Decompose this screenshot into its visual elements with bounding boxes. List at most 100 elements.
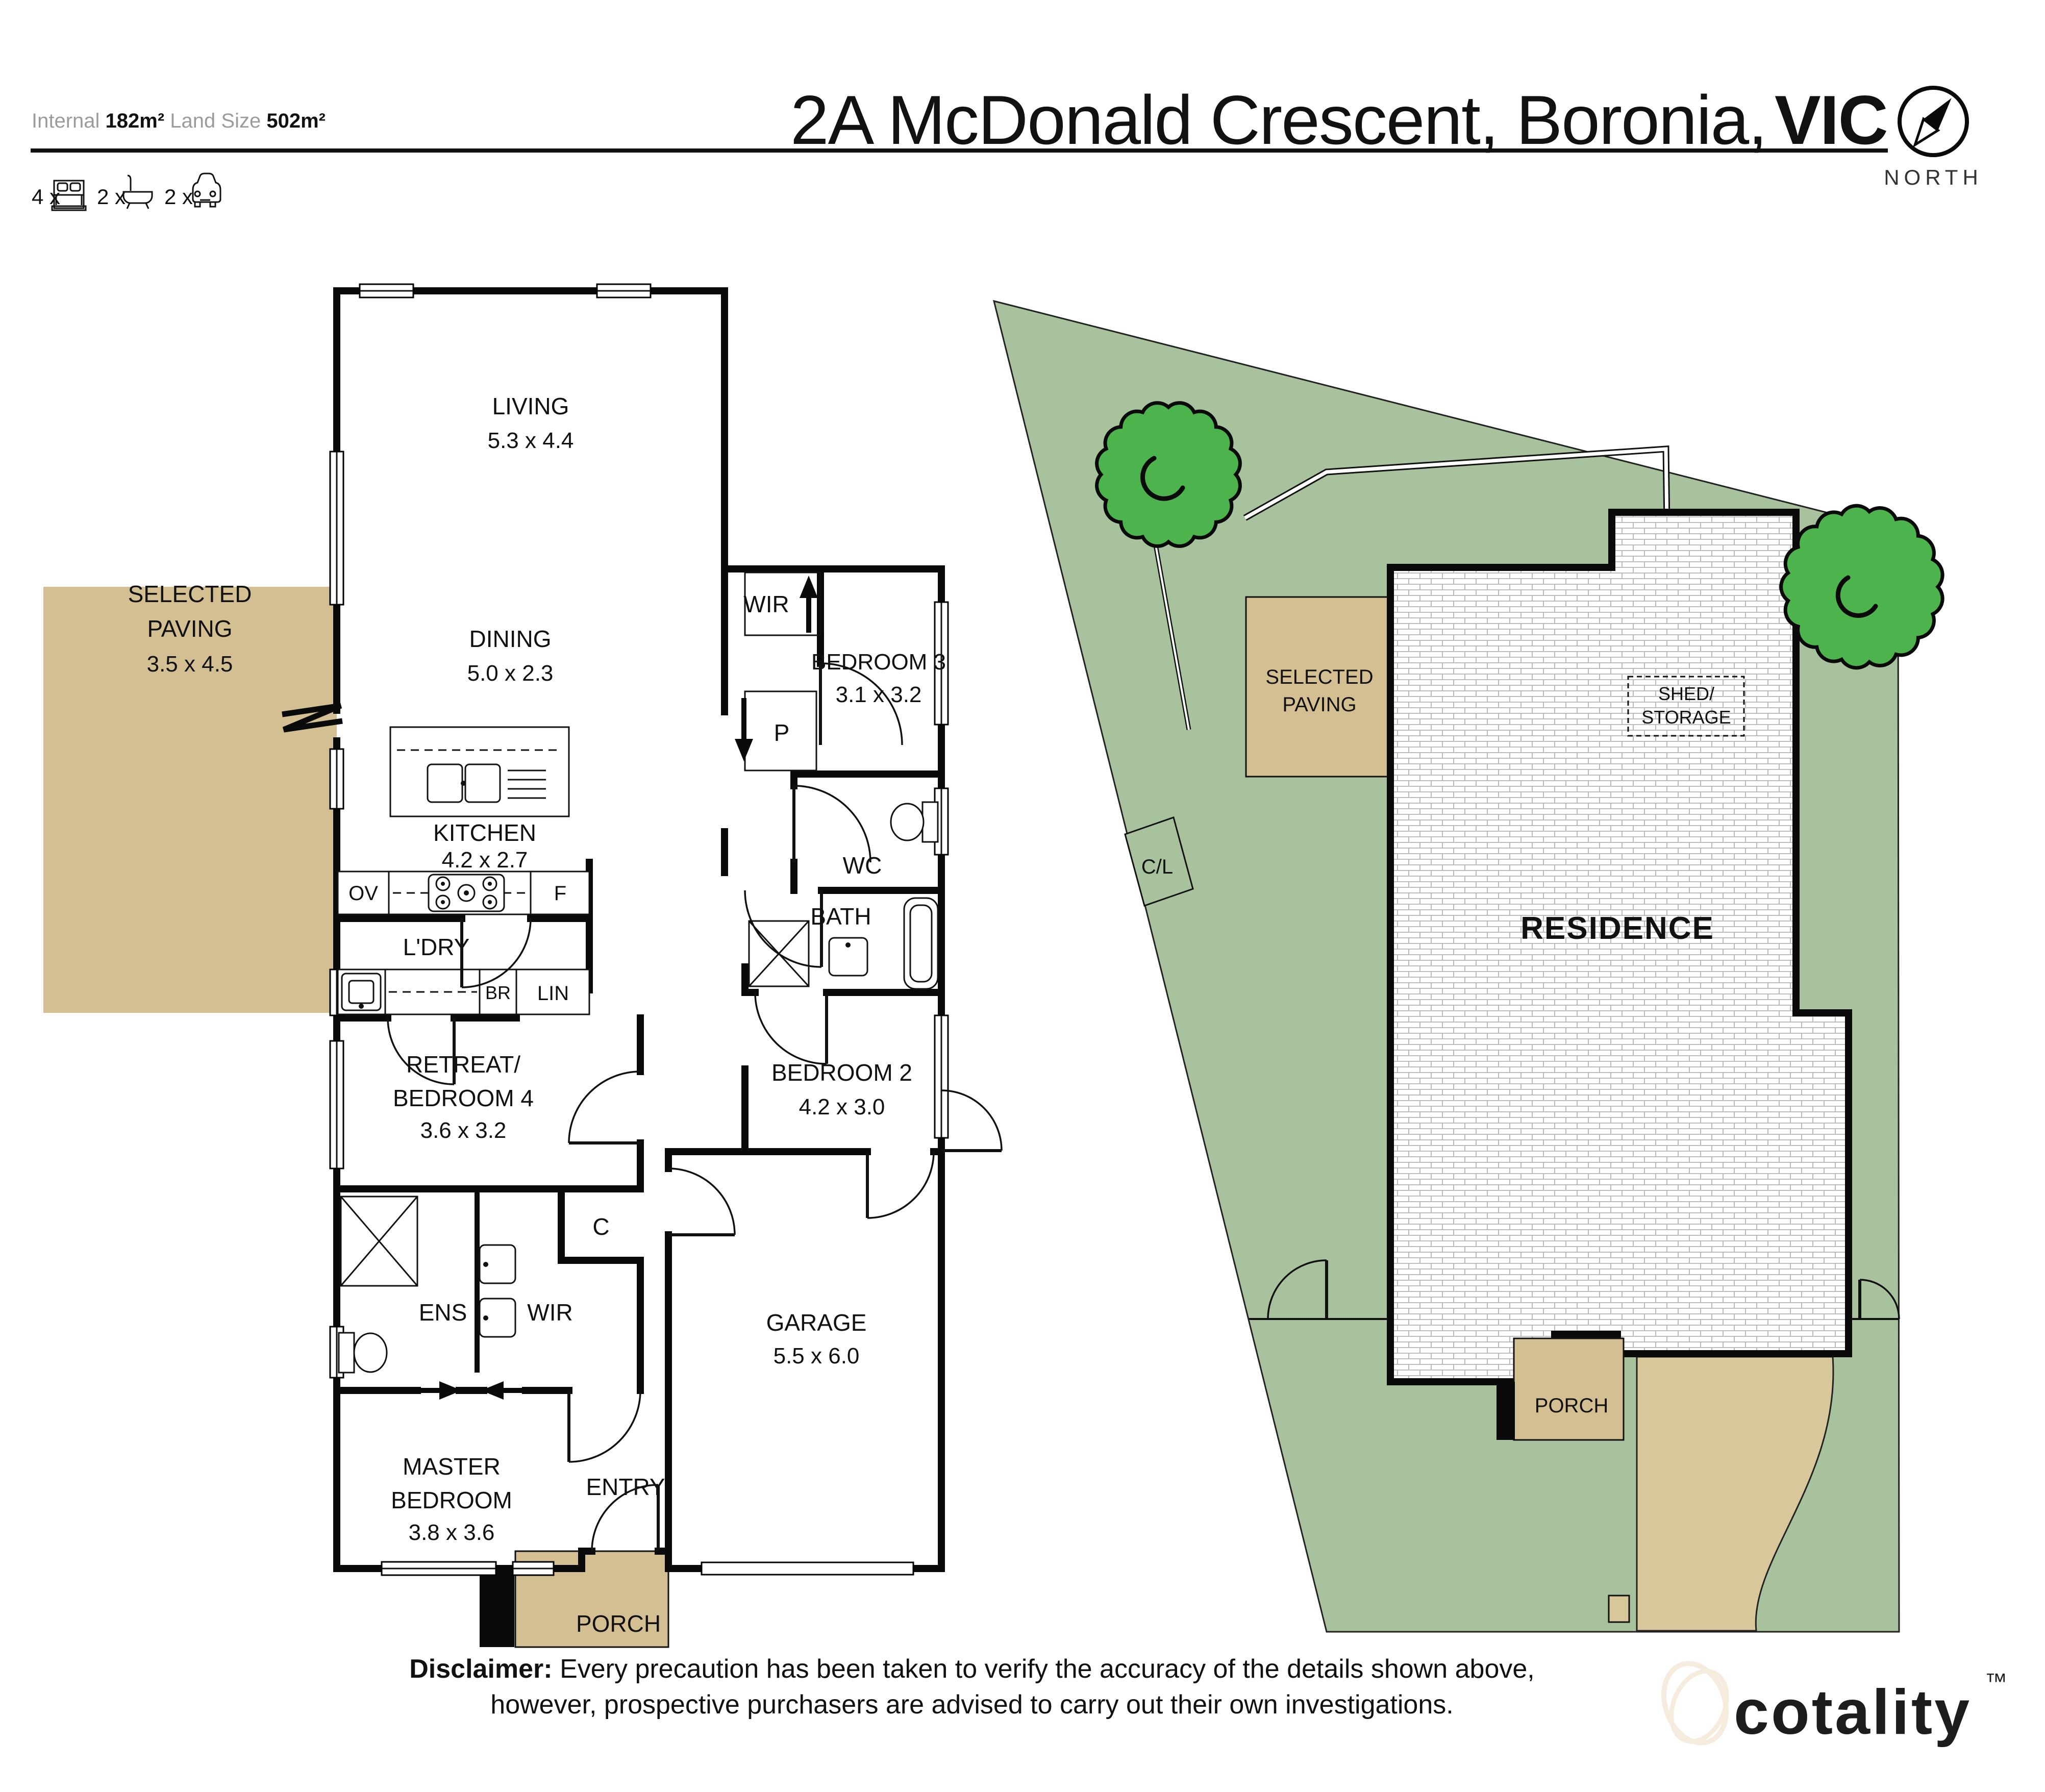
laundry-trough-icon [341, 973, 382, 1011]
sink-icon [427, 763, 546, 803]
living-dims: 5.3 x 4.4 [488, 428, 574, 453]
compass-north-icon [1898, 86, 1969, 157]
hall-arrows [414, 1381, 529, 1400]
master-dims: 3.8 x 3.6 [409, 1520, 495, 1545]
fp-paving-label: SELECTED [128, 581, 252, 607]
cupboard-label: C [592, 1213, 609, 1240]
tree-icon [1779, 504, 1944, 670]
rear-wir-label: WIR [743, 591, 789, 617]
ens-basin-1 [479, 1244, 516, 1284]
north-label: NORTH [1884, 165, 1983, 189]
paving-connection-squiggle [282, 703, 343, 733]
retreat-dims: 3.6 x 3.2 [420, 1118, 507, 1143]
bath-icon [122, 175, 153, 209]
bath-basin [828, 937, 868, 977]
entry-label: ENTRY [586, 1474, 665, 1500]
residence-label: RESIDENCE [1520, 911, 1714, 946]
broom-label: BR [485, 982, 511, 1003]
disclaimer-text1: Every precaution has been taken to verif… [553, 1654, 1535, 1684]
shed-storage: SHED/ STORAGE [1627, 676, 1745, 737]
bathtub-icon [903, 897, 939, 990]
site-porch-label: PORCH [1535, 1395, 1608, 1417]
floor-plan: SELECTED PAVING 3.5 x 4.5 PORCH [43, 283, 1003, 1648]
driveway [1636, 1356, 1834, 1632]
kitchen-bench [337, 870, 590, 915]
fp-selected-paving [43, 587, 337, 1013]
site-selected-paving [1245, 596, 1394, 778]
retreat-label: RETREAT/ [406, 1051, 520, 1078]
tree-icon [1095, 401, 1242, 548]
cotality-watermark: cotality ™ [1661, 1661, 2007, 1748]
bath-label: BATH [810, 903, 871, 930]
fp-porch-label: PORCH [576, 1610, 661, 1637]
disclaimer-lead: Disclaimer: [409, 1654, 552, 1684]
cotality-logo-text: cotality [1734, 1677, 1972, 1748]
master-label2: BEDROOM [391, 1487, 512, 1513]
dining-label: DINING [469, 626, 552, 652]
ens-toilet-icon [338, 1332, 388, 1374]
ens-label: ENS [419, 1299, 467, 1326]
site-plan: C/L SELECTED PAVING RESIDENCE SHED/ STOR… [992, 300, 1944, 1633]
pantry-label: P [774, 719, 790, 746]
wc-label: WC [843, 852, 882, 879]
ens-basin-2 [479, 1298, 516, 1338]
residence-footprint [1387, 509, 1852, 1385]
shed-label: SHED/ [1658, 683, 1714, 704]
bed-icon [51, 180, 87, 211]
address-title: 2A McDonald Crescent, Boronia, [790, 81, 1766, 159]
land-size-label: Land Size [170, 110, 261, 132]
clothesline: C/L [1124, 816, 1194, 907]
cars-count: 2 x [164, 185, 193, 209]
address-state: VIC [1775, 81, 1887, 159]
ensuite-fixtures [338, 1189, 516, 1374]
dining-dims: 5.0 x 2.3 [467, 661, 554, 686]
letterbox [1608, 1595, 1630, 1623]
fp-paving-label2: PAVING [147, 615, 233, 642]
site-porch: PORCH [1497, 1337, 1625, 1441]
bed3-dims: 3.1 x 3.2 [836, 682, 922, 707]
kitchen-label: KITCHEN [433, 819, 536, 846]
land-size-value: 502m² [266, 110, 326, 132]
header: Internal 182m² Land Size 502m² 2A McDona… [31, 81, 1983, 211]
garage-door [701, 1561, 914, 1576]
fp-labels: LIVING 5.3 x 4.4 DINING 5.0 x 2.3 KITCHE… [348, 393, 946, 1545]
fridge-label: F [554, 882, 566, 905]
trees [1095, 401, 1944, 670]
fp-walls [333, 287, 945, 1572]
living-label: LIVING [492, 393, 569, 419]
garage-label: GARAGE [766, 1309, 867, 1336]
area-stats: Internal 182m² Land Size 502m² [32, 110, 326, 132]
fp-porch-pier [480, 1569, 514, 1647]
master-label: MASTER [403, 1453, 501, 1480]
bed3-label: BEDROOM 3 [811, 650, 946, 675]
laundry-bench [337, 968, 590, 1015]
internal-value: 182m² [106, 110, 165, 132]
shed-label2: STORAGE [1641, 707, 1731, 728]
disclaimer-line2: however, prospective purchasers are advi… [490, 1690, 1453, 1720]
kitchen-dims: 4.2 x 2.7 [442, 848, 528, 873]
site-paving-label: SELECTED [1265, 666, 1373, 688]
car-icon [192, 172, 221, 208]
bed2-dims: 4.2 x 3.0 [799, 1094, 885, 1119]
laundry-label: L'DRY [403, 934, 470, 960]
oven-label: OV [348, 882, 378, 905]
linen-label: LIN [537, 982, 569, 1005]
bathroom-fixtures [748, 801, 939, 990]
rear-wir-pantry [735, 571, 821, 771]
cooktop-icon [428, 874, 505, 912]
clothesline-label: C/L [1141, 856, 1173, 878]
wc-toilet-icon [890, 801, 939, 843]
trademark-symbol: ™ [1985, 1669, 2007, 1694]
baths-count: 2 x [97, 185, 126, 209]
fp-windows [329, 283, 949, 1576]
internal-label: Internal [32, 110, 99, 132]
footer: cotality ™ Disclaimer: Every precaution … [409, 1654, 2007, 1748]
garage-dims: 5.5 x 6.0 [774, 1343, 860, 1368]
master-wir-label: WIR [527, 1299, 572, 1326]
kitchen-island [389, 726, 570, 817]
site-paving-label2: PAVING [1282, 693, 1356, 716]
retreat-label2: BEDROOM 4 [393, 1085, 534, 1111]
bed2-label: BEDROOM 2 [771, 1059, 912, 1086]
